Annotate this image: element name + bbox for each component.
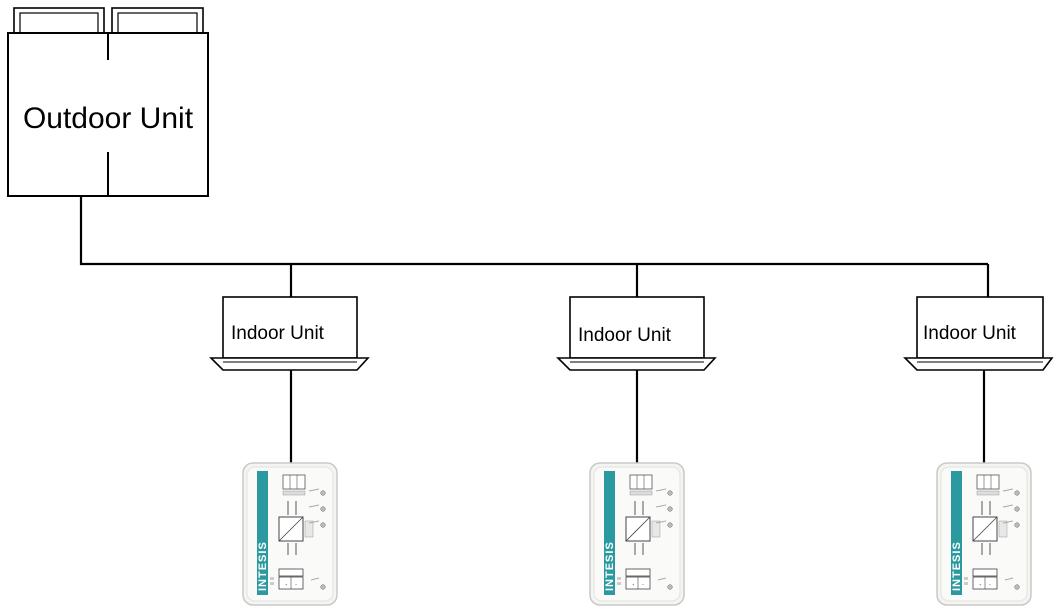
bus-wiring	[79, 196, 990, 463]
gateway-2-brand: INTESIS	[604, 541, 616, 591]
indoor-unit-2-label: Indoor Unit	[578, 325, 672, 346]
gateway-device-1: INTESIS	[242, 462, 338, 606]
gateway-device-3: INTESIS	[936, 462, 1032, 606]
outdoor-unit-label: Outdoor Unit	[23, 102, 194, 135]
gateway-3-brand: INTESIS	[951, 541, 963, 591]
gateway-1-brand: INTESIS	[257, 541, 269, 591]
indoor-unit-1-label: Indoor Unit	[231, 323, 325, 344]
indoor-unit-1: Indoor Unit	[209, 296, 370, 371]
indoor-unit-3: Indoor Unit	[903, 296, 1054, 371]
indoor-unit-2: Indoor Unit	[556, 296, 717, 371]
outdoor-unit: Outdoor Unit	[7, 7, 209, 197]
gateway-device-2: INTESIS	[589, 462, 685, 606]
indoor-unit-3-label: Indoor Unit	[923, 323, 1017, 344]
